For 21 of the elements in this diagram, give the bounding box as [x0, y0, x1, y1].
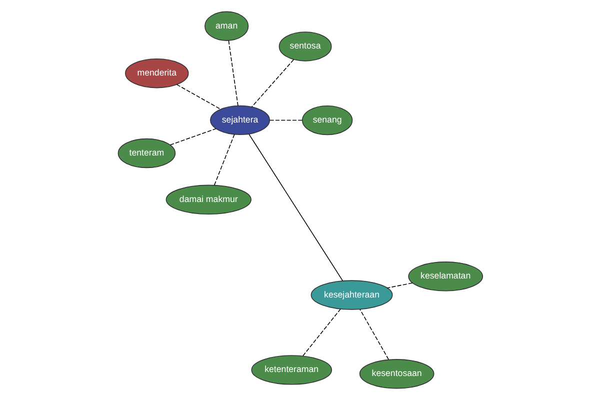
node-ellipse: kesejahteraan [310, 280, 392, 310]
node-ellipse: sejahtera [210, 105, 270, 136]
connector [386, 282, 412, 288]
node-ellipse: keselamatan [408, 262, 483, 292]
node-ellipse: damai makmur [165, 184, 251, 215]
node-ellipse: kesentosaan [358, 359, 434, 389]
connector [250, 59, 294, 108]
connector [248, 134, 343, 282]
node-ellipse: menderita [124, 58, 188, 88]
connector [169, 128, 216, 146]
node-ellipse: tenteram [117, 138, 176, 168]
node-ellipse: ketenteraman [250, 355, 332, 385]
node-ellipse: sentosa [278, 32, 332, 62]
connector [176, 84, 220, 110]
node-ellipse: aman [204, 11, 248, 41]
connector [302, 308, 340, 356]
connector [268, 120, 302, 121]
connector [214, 134, 234, 186]
connector [228, 40, 238, 106]
connector [359, 308, 388, 360]
node-ellipse: senang [301, 105, 352, 136]
